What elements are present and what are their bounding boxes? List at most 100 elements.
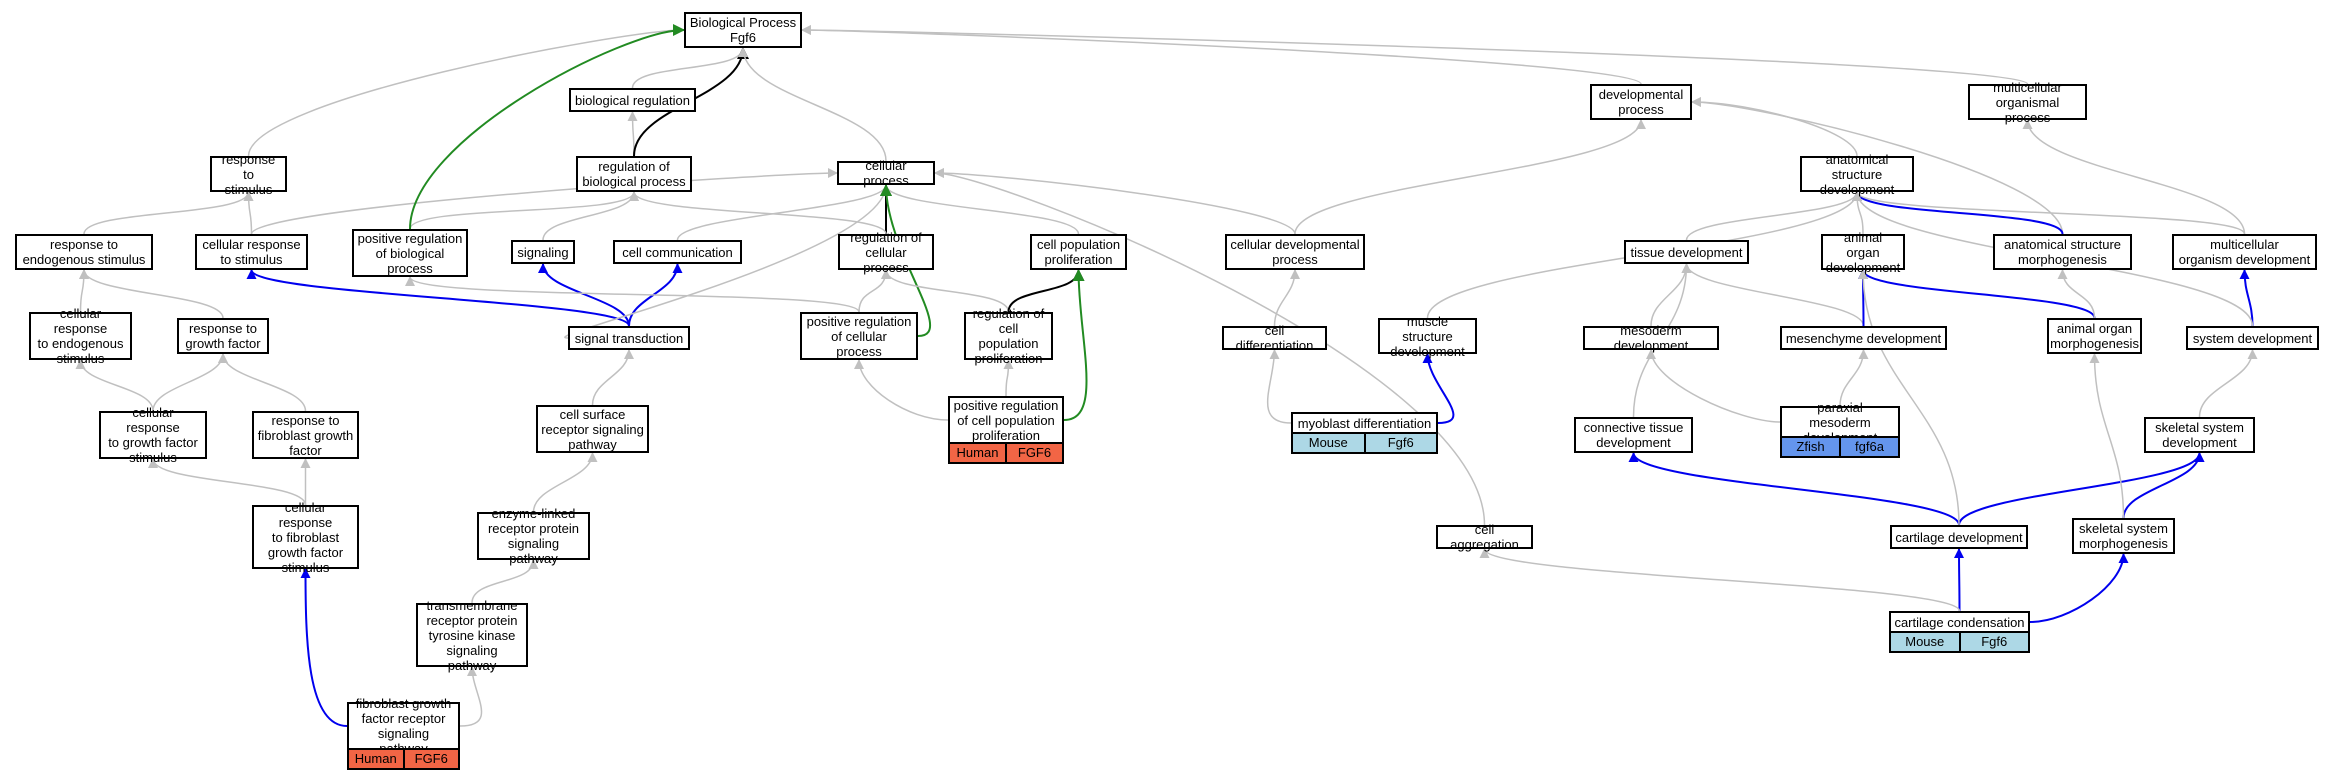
go-term-node[interactable]: response to growth factor: [177, 318, 269, 354]
annotation-species: Mouse: [1905, 634, 1945, 649]
go-term-node[interactable]: mesenchyme development: [1780, 326, 1947, 350]
go-term-node[interactable]: animal organ development: [1821, 230, 1905, 275]
go-term-node[interactable]: anatomical structure development: [1800, 152, 1914, 197]
go-term-node[interactable]: cell surface receptor signaling pathway: [536, 405, 649, 453]
edge-is-a: [459, 666, 483, 727]
go-term-node[interactable]: cell communication: [613, 240, 742, 264]
edge-is-a: [1852, 191, 2246, 235]
go-term-node[interactable]: multicellular organism development: [2172, 234, 2317, 270]
edge-is-a: [1839, 349, 1869, 407]
edge-is-a: [1266, 349, 1292, 424]
edge-part-of: [246, 269, 630, 327]
edge-is-a: [83, 191, 254, 235]
edge-is-a: [1681, 263, 1865, 327]
go-term-node[interactable]: signal transduction: [568, 326, 690, 350]
edge-is-a: [79, 269, 224, 319]
edge-positively-regulates: [1063, 269, 1088, 421]
edge-is-a: [2057, 269, 2096, 319]
go-term-node[interactable]: system development: [2186, 326, 2319, 350]
go-term-node[interactable]: skeletal system morphogenesis: [2072, 518, 2175, 554]
go-term-node[interactable]: positive regulation of biological proces…: [352, 229, 468, 277]
go-term-node[interactable]: transmembrane receptor protein tyrosine …: [416, 598, 528, 673]
edge-is-a: [409, 191, 639, 230]
go-term-node[interactable]: response to fibroblast growth factor: [252, 411, 359, 459]
edge-is-a: [854, 359, 949, 421]
go-term-node[interactable]: paraxial mesoderm development: [1780, 400, 1900, 445]
edge-part-of: [2239, 269, 2254, 327]
annotation-gene: FGF6: [1005, 444, 1062, 462]
annotation-gene: Fgf6: [1363, 434, 1437, 452]
go-term-node[interactable]: regulation of cellular process: [838, 230, 934, 275]
go-term-node[interactable]: cellular response to endogenous stimulus: [29, 306, 132, 366]
go-term-node[interactable]: cell population proliferation: [1030, 234, 1127, 270]
go-term-node[interactable]: enzyme-linked receptor protein signaling…: [477, 506, 590, 566]
go-term-node[interactable]: response to endogenous stimulus: [15, 234, 153, 270]
edge-is-a: [2198, 349, 2258, 418]
edge-part-of: [1858, 269, 2096, 319]
annotation-species: Human: [354, 751, 397, 766]
go-term-node[interactable]: regulation of biological process: [576, 156, 692, 192]
go-term-node[interactable]: cell aggregation: [1436, 522, 1533, 552]
edge-is-a: [1646, 349, 1781, 423]
go-term-node[interactable]: developmental process: [1590, 84, 1692, 120]
edge-part-of: [1954, 548, 1965, 612]
go-term-node[interactable]: muscle structure development: [1378, 314, 1477, 359]
edge-part-of: [1628, 452, 1960, 526]
go-term-node[interactable]: cellular response to growth factor stimu…: [99, 405, 207, 465]
edge-part-of: [1958, 452, 2205, 526]
edge-is-a: [532, 452, 598, 513]
go-term-node[interactable]: Biological Process Fgf6: [684, 12, 802, 48]
edge-is-a: [1273, 269, 1300, 327]
edge-is-a: [1858, 269, 1960, 526]
edge-is-a: [405, 276, 860, 313]
go-term-node[interactable]: response to stimulus: [210, 152, 287, 197]
edge-is-a: [934, 168, 1296, 235]
edge-is-a: [591, 349, 634, 406]
edge-is-a: [1685, 191, 1862, 241]
edge-is-a: [801, 25, 2029, 85]
go-term-node[interactable]: positive regulation of cellular process: [800, 312, 918, 360]
go-term-node[interactable]: cellular response to fibroblast growth f…: [252, 500, 359, 575]
edge-is-a: [1479, 548, 1961, 612]
go-term-node[interactable]: multicellular organismal process: [1968, 80, 2087, 125]
edge-is-a: [676, 184, 891, 241]
go-term-node[interactable]: animal organ morphogenesis: [2047, 318, 2142, 354]
edge-part-of: [1422, 353, 1455, 424]
edge-is-a: [934, 168, 1486, 526]
go-term-node[interactable]: cartilage development: [1890, 525, 2028, 549]
go-term-node[interactable]: skeletal system development: [2144, 417, 2255, 453]
go-term-node[interactable]: biological regulation: [569, 88, 696, 112]
go-term-node[interactable]: positive regulation of cell population p…: [948, 396, 1064, 444]
edge-part-of: [2122, 452, 2205, 519]
edge-is-a: [471, 559, 539, 604]
annotation-species: Human: [956, 445, 999, 460]
edge-part-of: [1852, 191, 2064, 235]
go-term-node[interactable]: mesoderm development: [1583, 323, 1719, 353]
go-term-node[interactable]: cellular process: [837, 158, 935, 188]
go-term-node[interactable]: cellular response to stimulus: [195, 234, 308, 270]
edge-is-a: [629, 191, 887, 235]
edge-is-a: [1003, 359, 1014, 397]
go-term-node[interactable]: regulation of cell population proliferat…: [964, 306, 1053, 366]
edge-is-a: [218, 353, 307, 412]
edge-is-a: [1294, 119, 1646, 235]
annotation-species: Zfish: [1796, 439, 1825, 454]
go-term-node[interactable]: fibroblast growth factor receptor signal…: [347, 696, 460, 756]
edge-is-a: [1691, 97, 2064, 235]
go-term-node[interactable]: tissue development: [1624, 240, 1749, 264]
go-term-node[interactable]: cell differentiation: [1222, 323, 1327, 353]
edge-is-a: [2022, 119, 2246, 235]
go-term-node[interactable]: connective tissue development: [1574, 417, 1693, 453]
go-term-node[interactable]: cellular developmental process: [1225, 234, 1365, 270]
go-term-node[interactable]: anatomical structure morphogenesis: [1993, 234, 2132, 270]
go-term-node[interactable]: cartilage condensation: [1889, 611, 2030, 633]
go-term-node[interactable]: myoblast differentiation: [1291, 412, 1438, 434]
go-term-node[interactable]: signaling: [511, 240, 575, 264]
annotation-gene: FGF6: [402, 750, 459, 768]
edge-part-of: [2029, 553, 2129, 623]
